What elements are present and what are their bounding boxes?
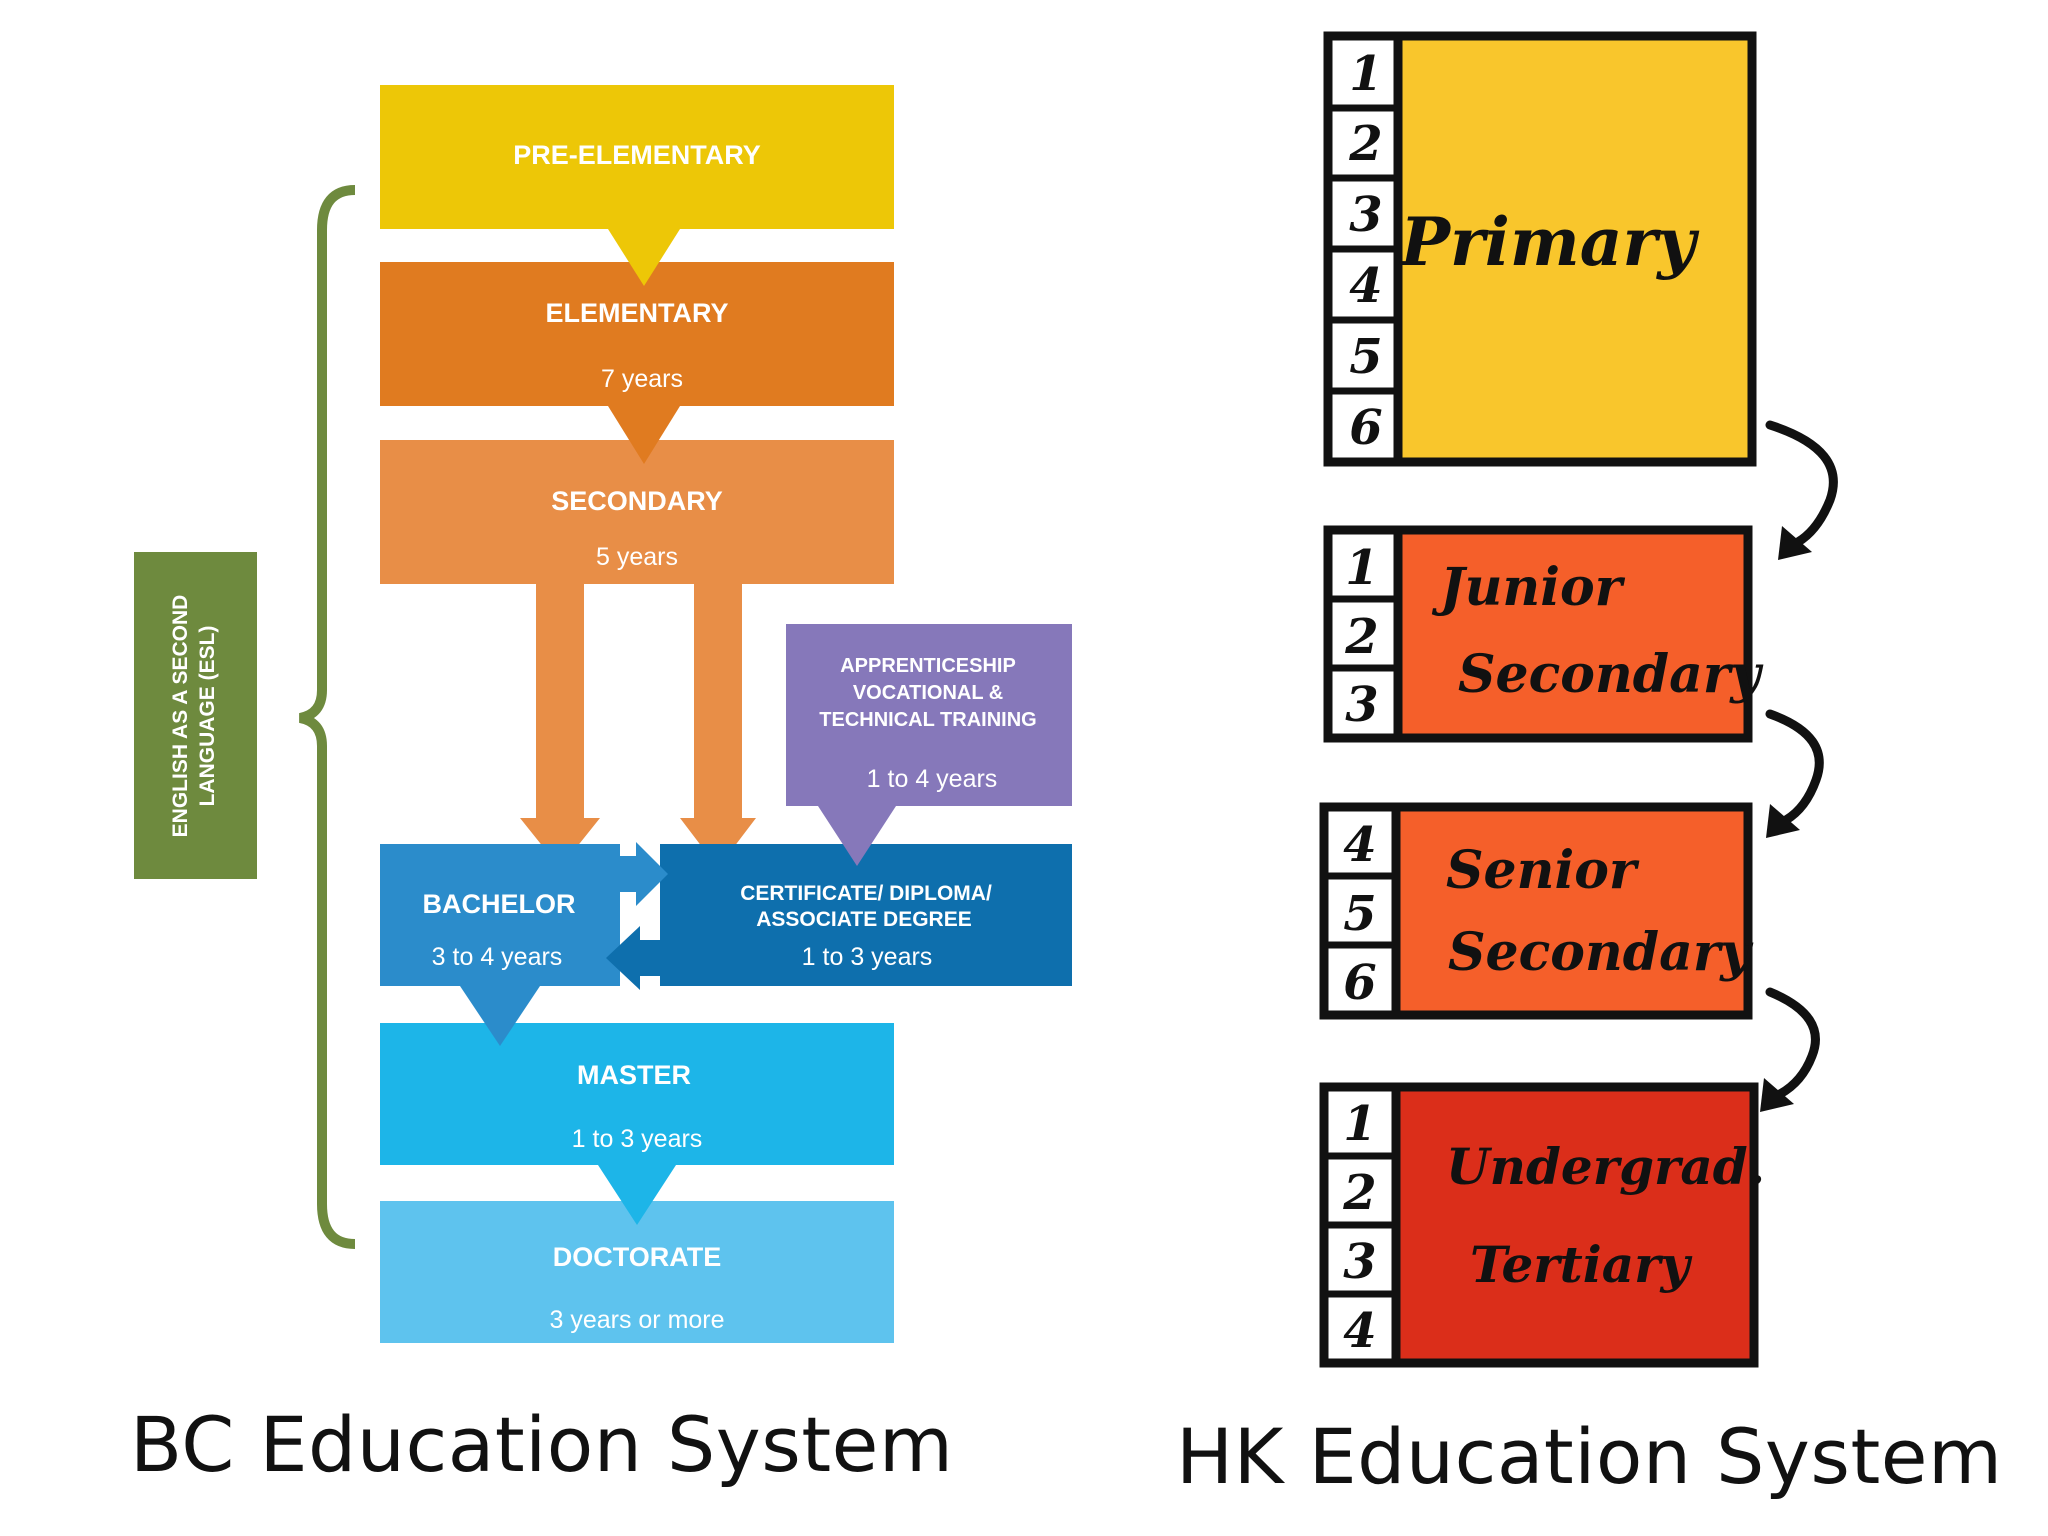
secondary-title: SECONDARY (551, 486, 723, 516)
primary-grade-6: 6 (1349, 400, 1382, 456)
primary-to-junior-arrow (1765, 420, 1838, 547)
junior-secondary-label-line1: Junior (1431, 557, 1626, 618)
apprenticeship-duration: 1 to 4 years (867, 765, 998, 793)
tertiary-grade-4: 4 (1343, 1303, 1376, 1359)
apprenticeship-to-certificate-arrow (818, 806, 896, 866)
secondary-box (380, 440, 894, 584)
bachelor-duration: 3 to 4 years (432, 943, 563, 971)
certificate-line2: ASSOCIATE DEGREE (756, 908, 971, 931)
hk-stage-primary: 1 2 3 4 5 6 Primary (1323, 31, 1757, 467)
junior-secondary-frame (1323, 525, 1753, 743)
senior-secondary-frame (1319, 802, 1753, 1020)
pre-elementary-box (380, 85, 894, 229)
primary-grade-3: 3 (1349, 187, 1382, 243)
junior-to-senior-arrow (1765, 709, 1824, 825)
apprenticeship-line2: VOCATIONAL & (853, 682, 1003, 704)
primary-box (1400, 40, 1750, 460)
certificate-to-bachelor-arrow (606, 926, 660, 990)
elementary-box (380, 262, 894, 406)
bachelor-to-certificate-arrow (620, 842, 668, 906)
bachelor-box (380, 844, 620, 986)
senior-secondary-grade-4: 4 (1343, 817, 1376, 873)
apprenticeship-line1: APPRENTICESHIP (840, 655, 1016, 677)
hk-connector-arrows (1765, 420, 1838, 1099)
apprenticeship-box (786, 624, 1072, 806)
tertiary-grade-3: 3 (1343, 1234, 1376, 1290)
junior-secondary-box (1400, 534, 1746, 734)
hk-caption: HK Education System (1176, 1412, 2003, 1501)
senior-secondary-label-line1: Senior (1446, 840, 1640, 901)
esl-curly-brace (298, 185, 356, 1249)
certificate-line1: CERTIFICATE/ DIPLOMA/ (740, 882, 992, 905)
tertiary-label-line2: Tertiary (1470, 1235, 1692, 1294)
master-title: MASTER (577, 1060, 691, 1090)
doctorate-title: DOCTORATE (553, 1242, 722, 1272)
primary-label: Primary (1398, 203, 1700, 281)
bachelor-to-master-arrow (460, 986, 540, 1046)
certificate-duration: 1 to 3 years (802, 943, 933, 971)
apprenticeship-line3: TECHNICAL TRAINING (819, 709, 1036, 731)
hk-diagram: 1 2 3 4 5 6 Primary 1 2 3 Junior Se (1319, 31, 1838, 1368)
junior-secondary-grade-1: 1 (1345, 540, 1378, 596)
primary-grade-1: 1 (1349, 46, 1382, 102)
pre-elementary-to-elementary-arrow (608, 229, 680, 286)
bachelor-title: BACHELOR (423, 889, 576, 919)
secondary-to-certificate-arrow (680, 580, 756, 868)
primary-to-junior-arrowhead (1778, 526, 1812, 560)
doctorate-duration: 3 years or more (549, 1306, 724, 1334)
primary-grade-4: 4 (1349, 258, 1382, 314)
tertiary-label-line1: Undergrad. (1446, 1137, 1765, 1196)
bc-caption: BC Education System (130, 1400, 954, 1489)
master-box (380, 1023, 894, 1165)
esl-label-line2: LANGUAGE (ESL) (196, 626, 219, 807)
senior-secondary-grade-6: 6 (1343, 955, 1376, 1011)
bc-diagram: ENGLISH AS A SECOND LANGUAGE (ESL) PRE-E… (134, 85, 1072, 1343)
esl-box (134, 552, 257, 879)
senior-to-tertiary-arrowhead (1760, 1078, 1794, 1112)
junior-to-senior-arrowhead (1766, 804, 1800, 838)
senior-secondary-grade-5: 5 (1343, 886, 1376, 942)
hk-stage-senior-secondary: 4 5 6 Senior Secondary (1319, 802, 1754, 1020)
secondary-duration: 5 years (596, 543, 678, 571)
master-duration: 1 to 3 years (572, 1125, 703, 1153)
senior-to-tertiary-arrow (1765, 987, 1820, 1099)
hk-stage-junior-secondary: 1 2 3 Junior Secondary (1323, 525, 1764, 743)
elementary-to-secondary-arrow (608, 406, 680, 464)
primary-grade-2: 2 (1348, 116, 1382, 172)
elementary-title: ELEMENTARY (545, 298, 728, 328)
tertiary-grade-2: 2 (1342, 1165, 1376, 1221)
junior-secondary-grade-3: 3 (1345, 677, 1378, 733)
tertiary-box (1400, 1091, 1752, 1359)
hk-stage-tertiary: 1 2 3 4 Undergrad. Tertiary (1319, 1082, 1765, 1368)
junior-secondary-label-line2: Secondary (1458, 644, 1764, 705)
senior-secondary-label-line2: Secondary (1448, 922, 1754, 983)
pre-elementary-title: PRE-ELEMENTARY (513, 140, 761, 170)
senior-secondary-box (1400, 811, 1746, 1011)
tertiary-grade-1: 1 (1343, 1096, 1376, 1152)
junior-secondary-grade-2: 2 (1344, 609, 1378, 665)
elementary-duration: 7 years (601, 365, 683, 393)
esl-label-line1: ENGLISH AS A SECOND (169, 595, 192, 838)
master-to-doctorate-arrow (598, 1165, 676, 1225)
secondary-to-bachelor-arrow (520, 580, 600, 868)
primary-grade-5: 5 (1349, 329, 1382, 385)
certificate-box (660, 844, 1072, 986)
